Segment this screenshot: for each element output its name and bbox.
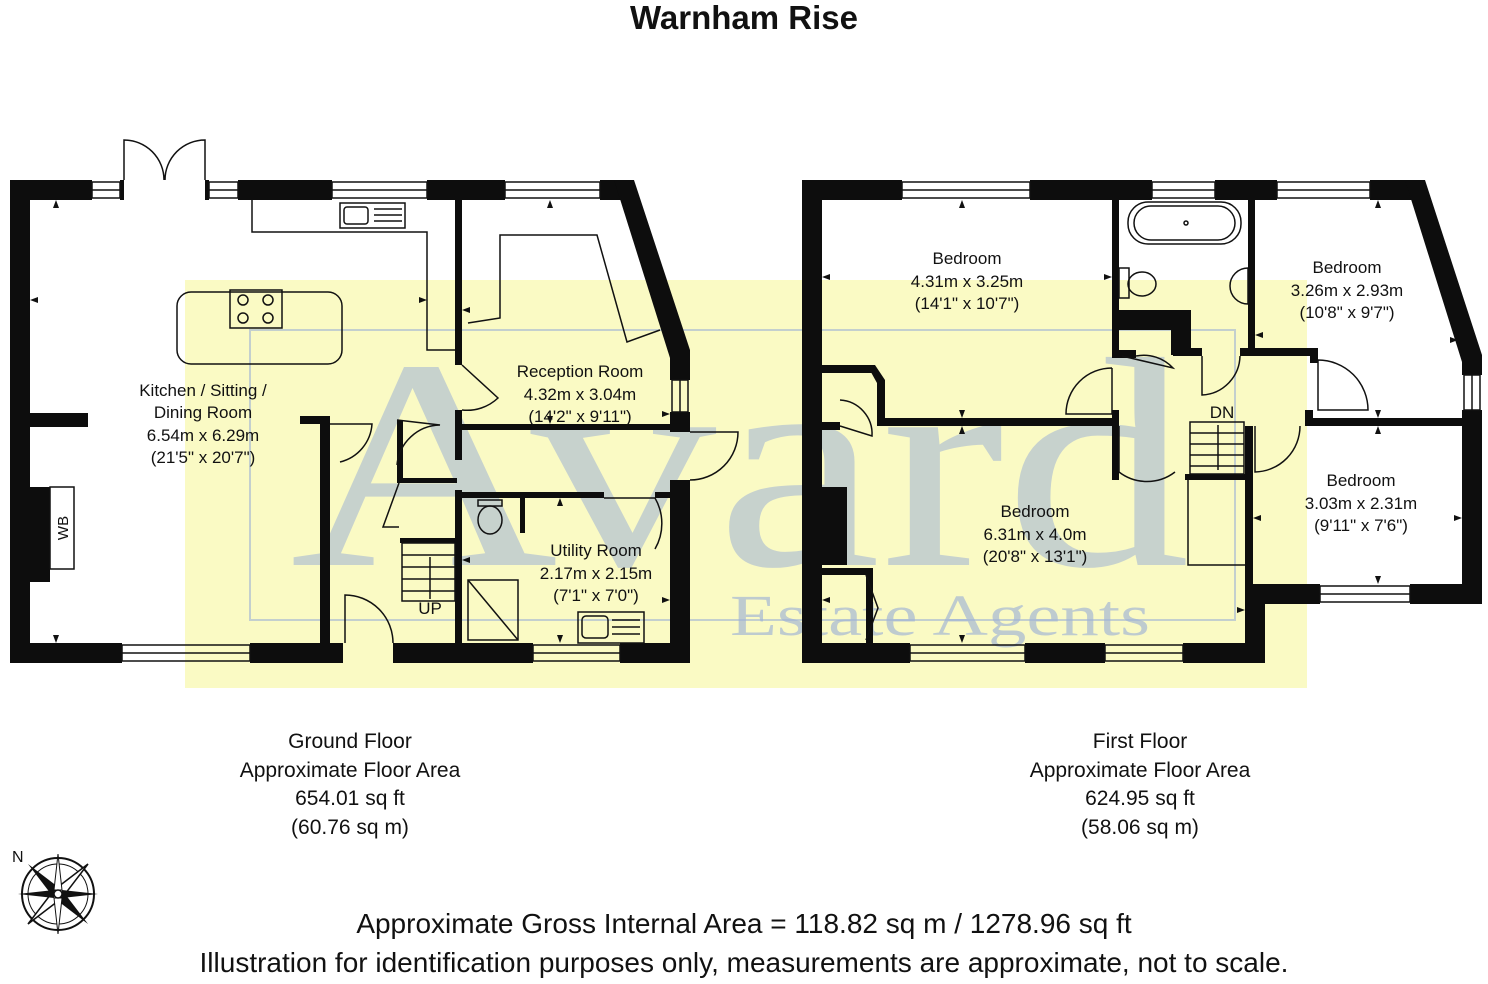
floor-area-sqft: 654.01 sq ft <box>295 787 405 810</box>
room-label-utility: Utility Room 2.17m x 2.15m (7'1" x 7'0") <box>540 541 652 605</box>
room-label-bedroom-3: Bedroom 6.31m x 4.0m (20'8" x 13'1") <box>983 502 1088 566</box>
first-floor-windows <box>839 181 1481 662</box>
gross-area-statement: Approximate Gross Internal Area = 118.82… <box>356 908 1132 939</box>
floor-name: First Floor <box>1092 730 1188 753</box>
room-imperial-size: (21'5" x 20'7") <box>151 448 256 467</box>
room-name: Reception Room <box>517 362 644 381</box>
room-metric-size: 3.26m x 2.93m <box>1291 281 1403 300</box>
room-label-bedroom-4: Bedroom 3.03m x 2.31m (9'11" x 7'6") <box>1305 471 1417 535</box>
room-metric-size: 3.03m x 2.31m <box>1305 494 1417 513</box>
room-imperial-size: (20'8" x 13'1") <box>983 547 1088 566</box>
first-floor-walls <box>802 180 1482 663</box>
floor-name: Ground Floor <box>288 730 412 753</box>
ground-floor-windows <box>49 139 739 662</box>
room-metric-size: 6.54m x 6.29m <box>147 426 259 445</box>
room-name: Bedroom <box>933 249 1002 268</box>
room-imperial-size: (10'8" x 9'7") <box>1299 303 1394 322</box>
first-floor-dimension-marks <box>822 200 1462 643</box>
floor-area-label: Approximate Floor Area <box>239 758 461 782</box>
room-imperial-size: (14'1" x 10'7") <box>915 294 1020 313</box>
room-metric-size: 4.31m x 3.25m <box>911 272 1023 291</box>
room-name: Kitchen / Sitting / <box>139 381 267 400</box>
room-label-reception: Reception Room 4.32m x 3.04m (14'2" x 9'… <box>517 362 644 426</box>
ground-floor-caption: Ground Floor Approximate Floor Area 654.… <box>200 728 500 842</box>
room-metric-size: 4.32m x 3.04m <box>524 385 636 404</box>
room-name: Bedroom <box>1313 258 1382 277</box>
room-name-line-2: Dining Room <box>154 403 252 422</box>
room-imperial-size: (14'2" x 9'11") <box>528 407 631 426</box>
plan-title: Warnham Rise <box>629 0 858 36</box>
floor-area-sqm: (60.76 sq m) <box>291 815 409 839</box>
ground-floor-dimension-marks <box>30 200 670 643</box>
room-metric-size: 2.17m x 2.15m <box>540 564 652 583</box>
room-label-kitchen: Kitchen / Sitting / Dining Room 6.54m x … <box>139 381 267 467</box>
stairs-up-label: UP <box>418 599 442 618</box>
first-floor-caption: First Floor Approximate Floor Area 624.9… <box>990 728 1290 842</box>
room-name: Bedroom <box>1327 471 1396 490</box>
room-name: Utility Room <box>550 541 642 560</box>
ground-floor-walls <box>10 180 690 663</box>
wood-burner-label: WB <box>55 516 72 540</box>
stairs-down-label: DN <box>1210 403 1235 422</box>
watermark-logo-text: Avard <box>290 298 1190 630</box>
room-label-bedroom-2: Bedroom 3.26m x 2.93m (10'8" x 9'7") <box>1291 258 1403 322</box>
floor-area-label: Approximate Floor Area <box>1029 758 1251 782</box>
floor-area-sqft: 624.95 sq ft <box>1085 787 1195 810</box>
room-imperial-size: (9'11" x 7'6") <box>1314 516 1408 535</box>
watermark-tagline: Estate Agents <box>730 583 1150 648</box>
disclaimer-text: Illustration for identification purposes… <box>199 947 1289 978</box>
compass-north-label: N <box>12 849 24 866</box>
floor-area-sqm: (58.06 sq m) <box>1081 815 1199 839</box>
room-label-bedroom-1: Bedroom 4.31m x 3.25m (14'1" x 10'7") <box>911 249 1023 313</box>
room-imperial-size: (7'1" x 7'0") <box>553 586 639 605</box>
compass-rose-icon: N <box>12 849 98 935</box>
room-metric-size: 6.31m x 4.0m <box>984 525 1087 544</box>
room-name: Bedroom <box>1001 502 1070 521</box>
